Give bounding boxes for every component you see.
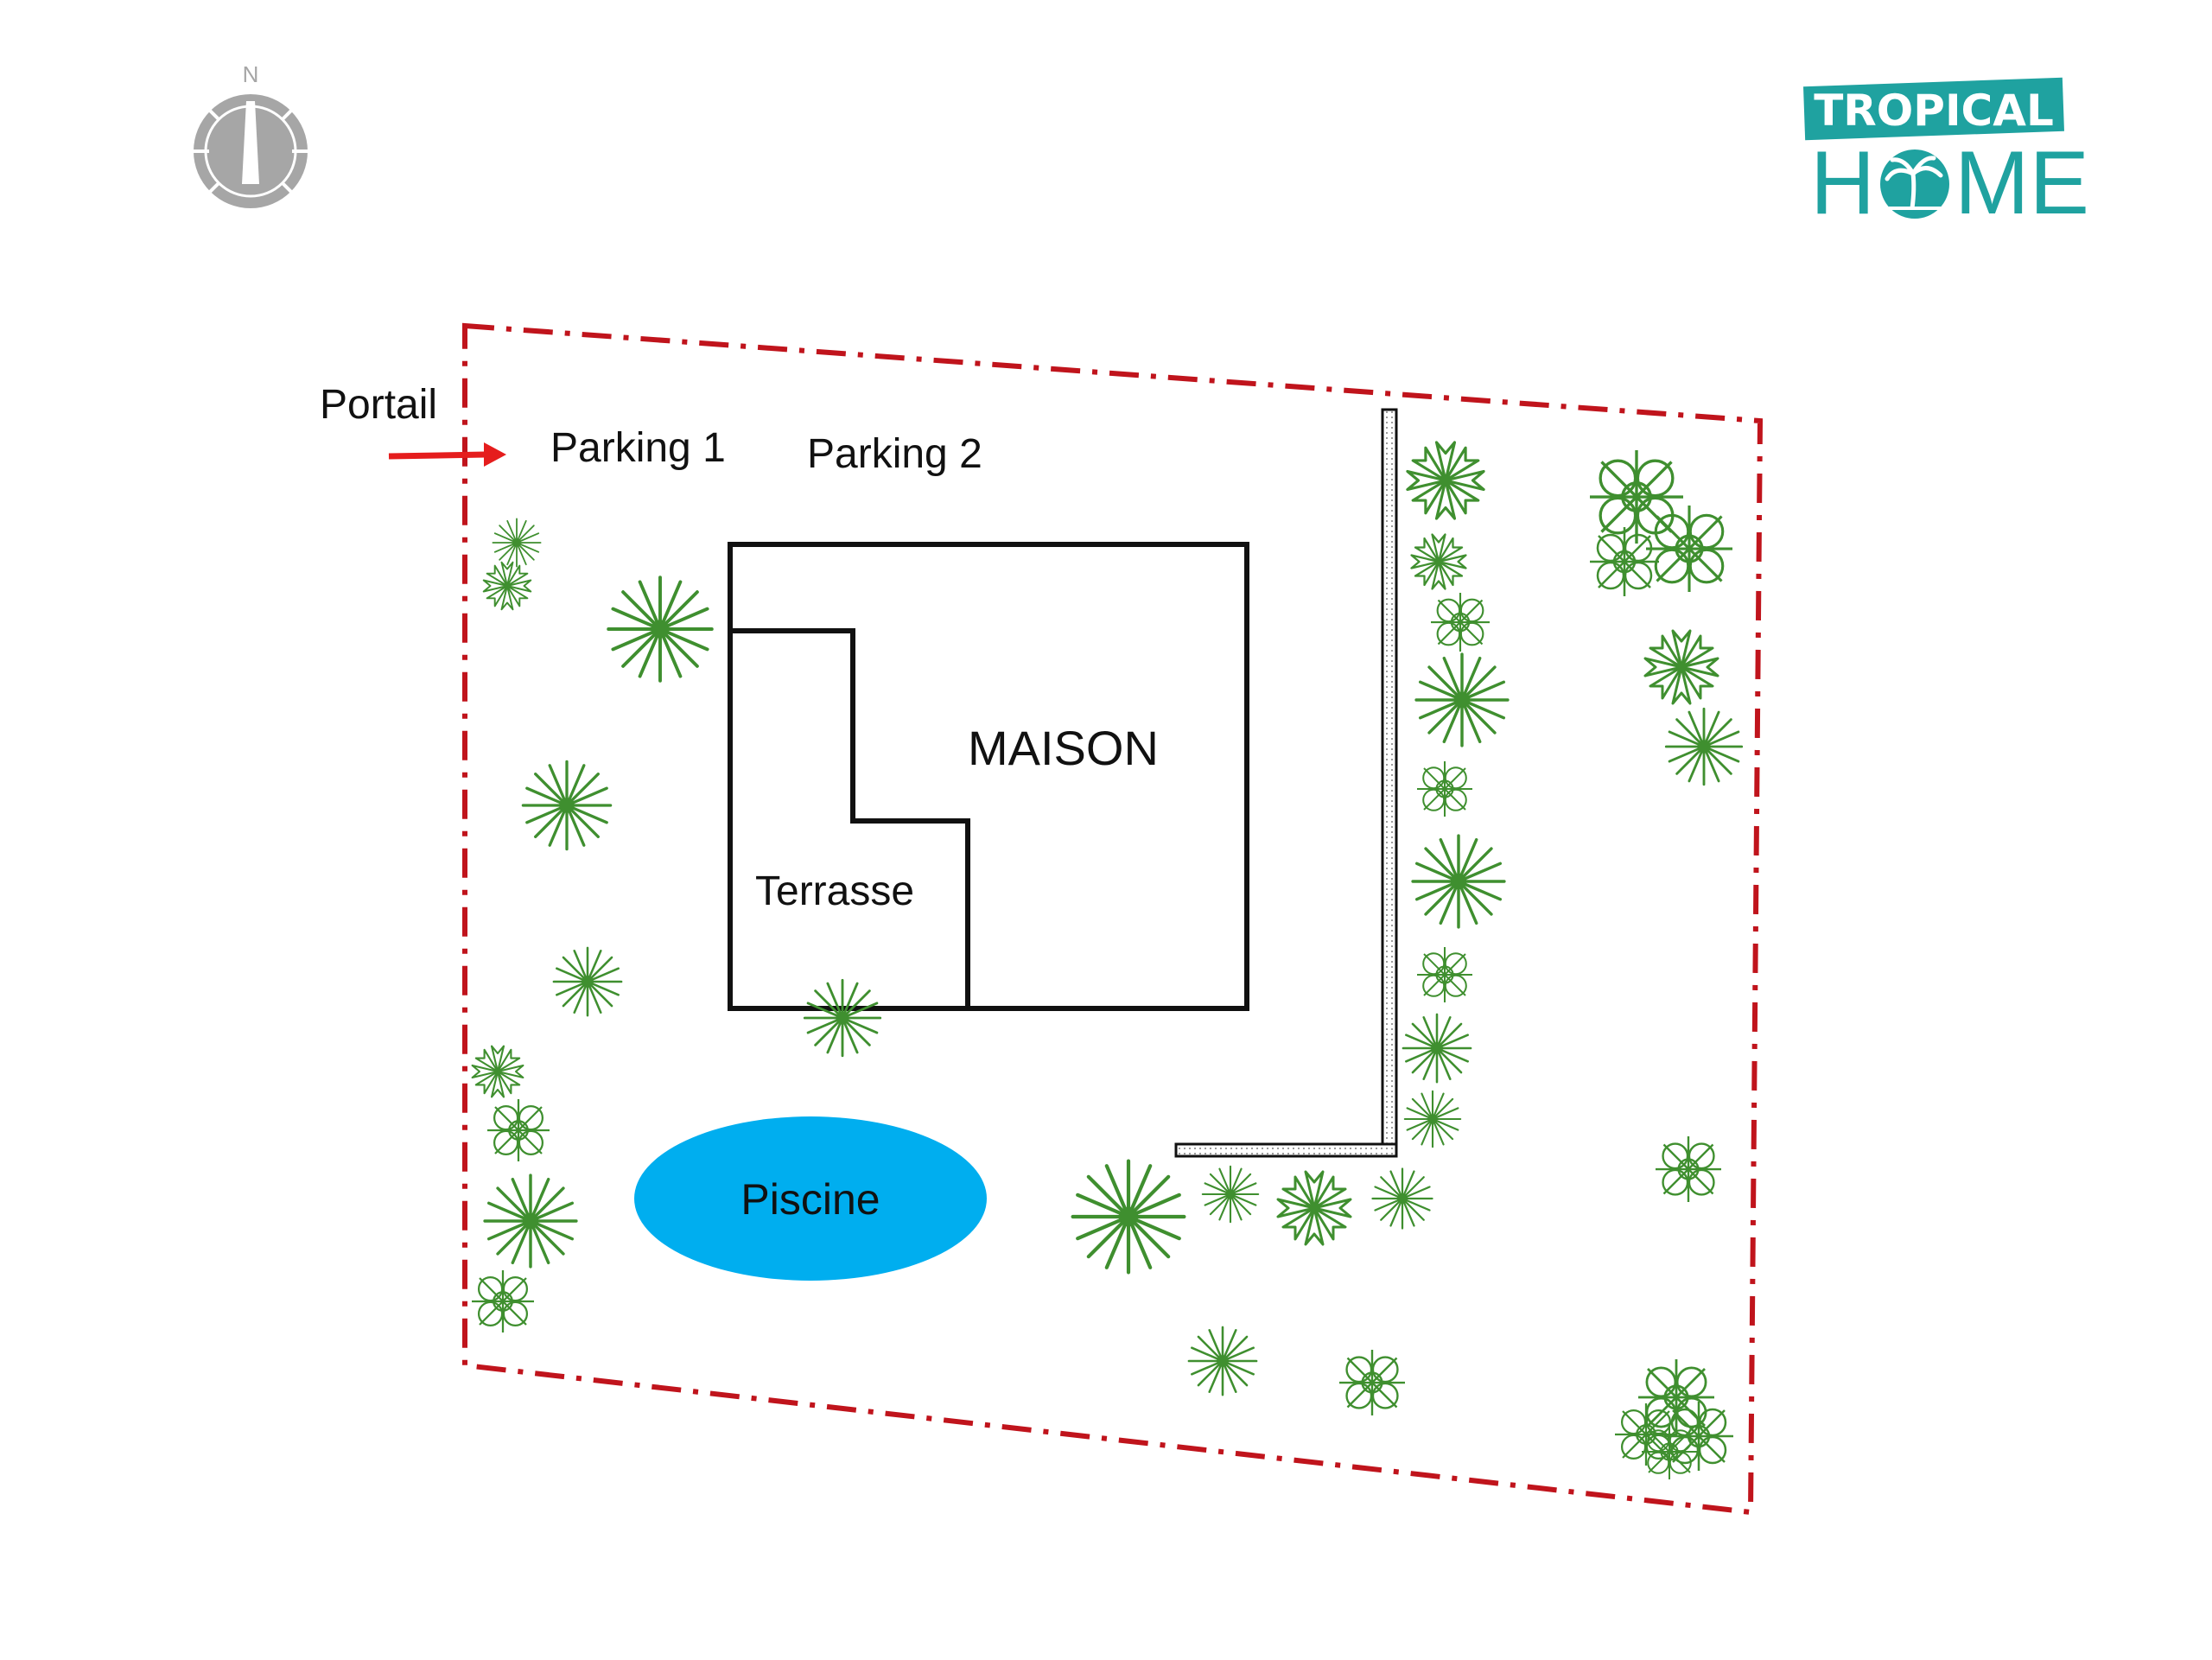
plant-icon [1411,834,1506,929]
plant-icon [521,760,613,851]
plant-icon [471,1045,524,1098]
property-boundary [462,322,1764,1516]
plant-icon [1415,945,1474,1004]
plant-icon [470,1269,536,1334]
plant-icon [1662,1400,1735,1472]
plant-icon [1429,591,1491,653]
plant-icon [1410,533,1467,590]
plant-icon [1640,1422,1699,1481]
logo-line1: TROPICAL [1814,86,2054,136]
plant-icon [1654,1135,1723,1204]
maison-label: MAISON [968,721,1159,775]
house [728,542,1249,1011]
portail-label: Portail [320,382,437,428]
plant-icon [1276,1170,1352,1246]
plant-icon [1187,1326,1258,1396]
plant-icon [1637,1358,1716,1437]
plant-icon [492,518,542,568]
plant-icon [1588,525,1661,598]
plant-icon [1613,1402,1679,1467]
compass-icon: N [194,61,308,208]
plant-icon [607,576,714,683]
logo: TROPICAL H ME [1803,77,2089,233]
terrace [730,628,970,1008]
plant-icon [1644,504,1734,594]
plant-icon [1415,760,1474,818]
plant-icon [1403,1090,1462,1148]
piscine-label: Piscine [741,1175,880,1224]
plant-icon [1201,1165,1260,1224]
plant-icon [803,978,882,1058]
plant-icon [1664,707,1744,786]
north-label: N [243,61,259,87]
logo-me: ME [1955,133,2089,233]
plant-icon [1414,652,1510,747]
wall [1174,408,1398,1158]
logo-h: H [1810,133,1875,233]
parking2-label: Parking 2 [807,431,982,477]
plant-icon [1371,1167,1433,1230]
palm-tree-icon [1880,149,1949,219]
plant-icon [1406,441,1485,520]
entrance-arrow [388,442,506,467]
plant-icon [486,1097,551,1163]
plant-icon [483,1173,578,1269]
plant-icon [552,946,623,1017]
plant-icon [1402,1013,1472,1084]
plant-icon [482,561,532,611]
plant-icon [1338,1348,1407,1417]
pool [634,1116,987,1281]
plant-icon [1073,1161,1185,1273]
plant-icon [1643,629,1719,705]
parking1-label: Parking 1 [550,425,726,471]
terrasse-label: Terrasse [755,868,914,914]
